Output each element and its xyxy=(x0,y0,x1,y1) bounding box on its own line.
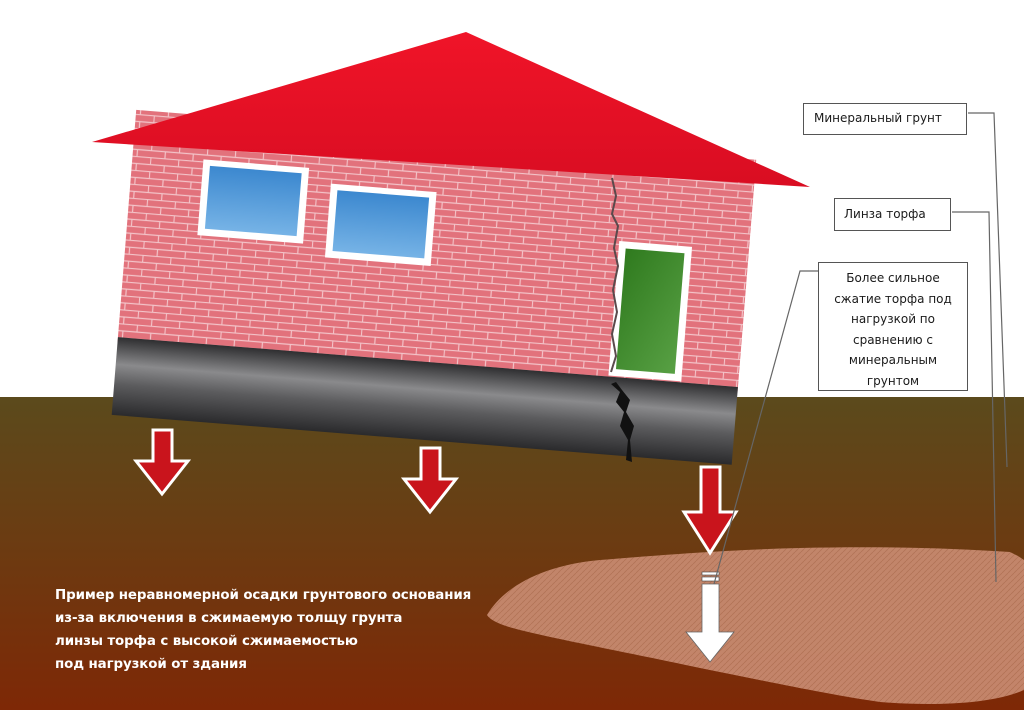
compression-line-2: сжатие торфа под xyxy=(834,291,952,306)
house xyxy=(111,109,757,465)
peat-lens xyxy=(487,547,1024,705)
settlement-arrow xyxy=(685,571,735,663)
label-stronger-compression: Более сильное сжатие торфа под нагрузкой… xyxy=(818,262,968,391)
caption-line-2: из-за включения в сжимаемую толщу грунта xyxy=(55,611,403,626)
leader-line-compression xyxy=(713,270,818,585)
door xyxy=(615,248,685,374)
label-mineral-soil: Минеральный грунт xyxy=(803,103,967,135)
load-arrow-middle xyxy=(400,446,460,515)
foundation-crack xyxy=(611,382,634,462)
compression-line-4: сравнению с xyxy=(852,332,934,347)
load-arrow-right xyxy=(681,465,739,556)
roof xyxy=(92,32,810,187)
caption-line-1: Пример неравномерной осадки грунтового о… xyxy=(55,588,472,603)
caption-line-3: линзы торфа с высокой сжимаемостью xyxy=(55,634,358,649)
window-middle-glass xyxy=(332,190,430,259)
compression-line-3: нагрузкой по xyxy=(851,312,935,326)
foundation xyxy=(111,337,738,465)
label-peat-lens: Линза торфа xyxy=(834,198,951,231)
leader-line-peat-lens xyxy=(952,211,997,583)
diagram-caption: Пример неравномерной осадки грунтового о… xyxy=(55,584,495,676)
compression-line-1: Более сильное xyxy=(846,271,940,285)
window-left-glass xyxy=(204,165,302,237)
leader-line-mineral xyxy=(968,112,1008,468)
wall-crack xyxy=(610,177,620,373)
compression-line-6: грунтом xyxy=(866,373,920,388)
caption-line-4: под нагрузкой от здания xyxy=(55,657,247,672)
load-arrow-left xyxy=(132,428,192,497)
compression-line-5: минеральным xyxy=(848,353,938,367)
